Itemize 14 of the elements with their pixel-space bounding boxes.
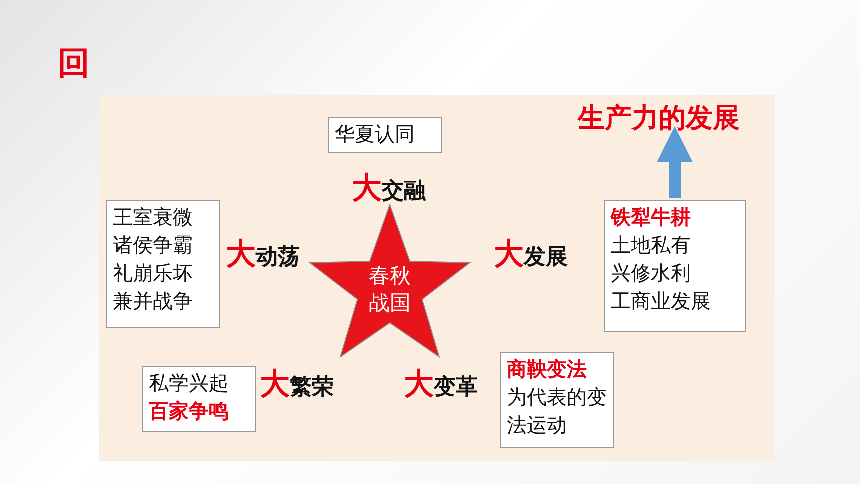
- heading-text: 生产力的发展: [578, 100, 774, 140]
- text-box: 王室衰微 诸侯争霸 礼崩乐坏 兼并战争: [106, 200, 220, 328]
- keyword-label: 大变革: [404, 366, 478, 404]
- heading-text: 回: [58, 43, 90, 84]
- text-box: 华夏认同: [328, 117, 442, 153]
- keyword-label: 大繁荣: [260, 366, 334, 404]
- text-box: 私学兴起 百家争鸣: [142, 366, 256, 432]
- keyword-label: 大交融: [352, 170, 426, 208]
- keyword-label: 大发展: [494, 236, 568, 274]
- text-box: 商鞅变法 为代表的变法运动: [500, 352, 614, 448]
- text-box: 铁犁牛耕 土地私有 兴修水利 工商业发展: [604, 200, 746, 332]
- arrow: [657, 126, 693, 198]
- star-label: 春秋战国: [368, 263, 412, 317]
- keyword-label: 大动荡: [226, 236, 300, 274]
